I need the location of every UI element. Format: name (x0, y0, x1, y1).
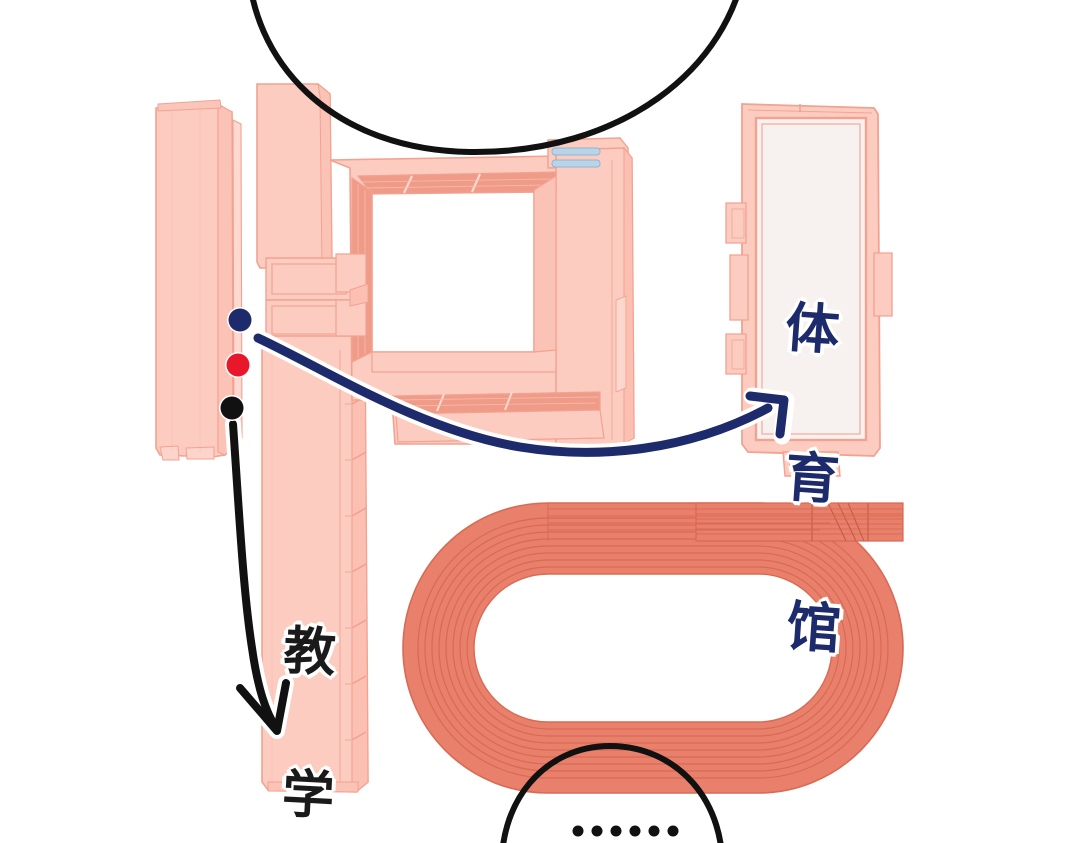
speech-bubble-bottom (500, 742, 724, 843)
arrow-to-teaching-building (225, 416, 294, 739)
marker-dot-red (226, 353, 250, 377)
marker-dots-group (219, 307, 253, 421)
teaching-building-label-char-1: 教 (282, 621, 338, 684)
gymnasium (725, 103, 893, 477)
marker-dot-blue (228, 308, 252, 332)
running-track (402, 502, 904, 794)
speech-bubble-top (250, 0, 739, 156)
courtyard-building (329, 137, 635, 449)
left-dormitory-block (155, 99, 243, 461)
teaching-building-label-char-2: 学 (280, 764, 336, 828)
gymnasium-label-char-1: 体 (783, 296, 842, 363)
gymnasium-label-char-3: 馆 (784, 594, 843, 662)
arrow-to-gymnasium (249, 329, 795, 461)
gymnasium-label-char-2: 育 (782, 445, 842, 513)
window-strip-lower (551, 159, 601, 168)
window-strip-upper (551, 147, 601, 156)
marker-dot-black (220, 396, 244, 420)
speech-bubble-bottom-ellipsis (572, 825, 679, 837)
